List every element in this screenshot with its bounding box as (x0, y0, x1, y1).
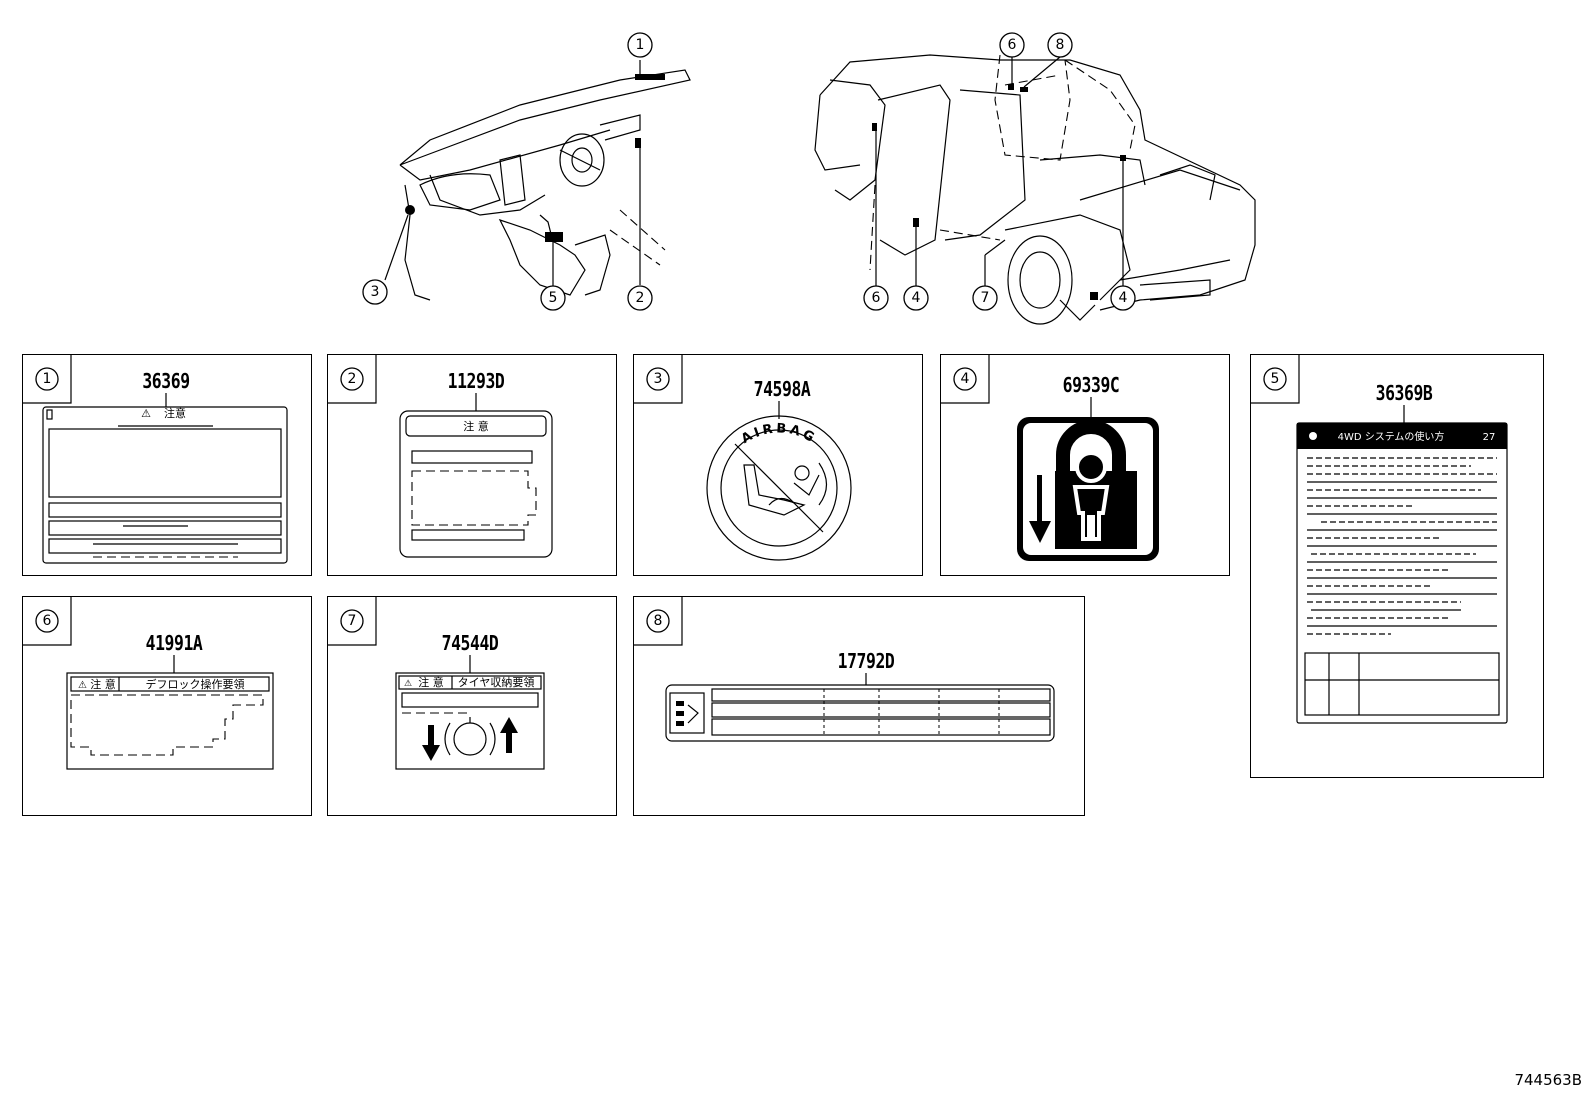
label-36369B: 4WD システムの使い方 27 (1296, 405, 1508, 724)
svg-text:⚠: ⚠ (78, 680, 87, 691)
truck-callout-6-top: 6 (999, 32, 1025, 58)
truck-callout-7: 7 (972, 285, 998, 311)
panel-tab: 4 (941, 355, 990, 404)
svg-text:6: 6 (1008, 37, 1017, 53)
svg-text:1: 1 (636, 37, 645, 53)
svg-text:4: 4 (1119, 290, 1128, 306)
panel-tab: 8 (634, 597, 683, 646)
part-number: 11293D (447, 369, 505, 393)
label-page-number: 27 (1483, 432, 1496, 443)
airbag-warning-icon: AIRBAG (706, 401, 852, 561)
svg-text:8: 8 (654, 613, 663, 629)
airbag-text: AIRBAG (739, 421, 819, 447)
caution-text: 注 意 (418, 675, 444, 689)
svg-text:3: 3 (654, 371, 663, 387)
dash-callout-2: 2 (627, 285, 653, 311)
svg-text:4: 4 (912, 290, 921, 306)
truck-callout-4-rear: 4 (1110, 285, 1136, 311)
svg-text:⚠: ⚠ (404, 679, 412, 689)
panel-2: 2 11293D 注 意 (327, 354, 617, 576)
part-number: 69339C (1062, 373, 1120, 397)
child-lock-icon (1017, 397, 1159, 561)
svg-text:2: 2 (636, 290, 645, 306)
truck-callout-8: 8 (1047, 32, 1073, 58)
label-title: 注意 (164, 406, 186, 420)
svg-text:8: 8 (1056, 37, 1065, 53)
svg-text:4: 4 (961, 371, 970, 387)
part-number: 74598A (753, 377, 811, 401)
panel-tab: 2 (328, 355, 377, 404)
truck-callout-4-front: 4 (903, 285, 929, 311)
part-number: 36369 (142, 369, 190, 393)
part-number: 17792D (837, 649, 895, 673)
panel-tab: 6 (23, 597, 72, 646)
svg-text:6: 6 (43, 613, 52, 629)
panel-8: 8 17792D (633, 596, 1085, 816)
label-header: 4WD システムの使い方 (1338, 430, 1445, 443)
svg-text:⚠: ⚠ (141, 407, 151, 420)
panel-6: 6 41991A ⚠ 注 意 デフロック操作要領 (22, 596, 312, 816)
panel-4: 4 69339C (940, 354, 1230, 576)
truck-callout-6: 6 (863, 285, 889, 311)
panel-1: 1 36369 ⚠ 注意 (22, 354, 312, 576)
svg-text:7: 7 (981, 290, 990, 306)
pickup-truck-drawing (814, 54, 1256, 325)
panel-tab: 7 (328, 597, 377, 646)
dash-callout-1: 1 (627, 32, 653, 58)
panel-tab: 5 (1251, 355, 1300, 404)
part-number: 41991A (145, 631, 203, 655)
svg-text:1: 1 (43, 371, 52, 387)
svg-text:5: 5 (549, 290, 558, 306)
svg-text:6: 6 (872, 290, 881, 306)
panel-tab: 1 (23, 355, 72, 404)
panel-tab: 3 (634, 355, 683, 404)
label-74544D: ⚠ 注 意 タイヤ収納要領 (395, 655, 545, 770)
panel-5: 5 36369B 4WD システムの使い方 27 (1250, 354, 1544, 778)
dashboard-interior-drawing (384, 60, 691, 301)
label-17792D (665, 673, 1055, 742)
panel-7: 7 74544D ⚠ 注 意 タイヤ収納要領 (327, 596, 617, 816)
svg-text:2: 2 (348, 371, 357, 387)
label-title: 注 意 (463, 419, 489, 433)
svg-text:3: 3 (371, 284, 380, 300)
label-title: デフロック操作要領 (146, 677, 245, 691)
svg-text:5: 5 (1271, 371, 1280, 387)
svg-text:7: 7 (348, 613, 357, 629)
diagram-code: 744563B (1514, 1071, 1582, 1089)
dash-callout-3: 3 (362, 279, 388, 305)
panel-3: 3 74598A AIRBAG (633, 354, 923, 576)
vehicle-overview: 1 2 3 5 6 8 6 (362, 32, 1256, 325)
dash-callout-5: 5 (540, 285, 566, 311)
part-number: 74544D (441, 631, 499, 655)
label-36369: ⚠ 注意 (42, 393, 288, 564)
label-title: タイヤ収納要領 (458, 675, 535, 689)
label-11293D: 注 意 (399, 393, 553, 558)
caution-text: 注 意 (90, 677, 116, 691)
part-number: 36369B (1375, 381, 1433, 405)
label-41991A: ⚠ 注 意 デフロック操作要領 (66, 655, 274, 770)
